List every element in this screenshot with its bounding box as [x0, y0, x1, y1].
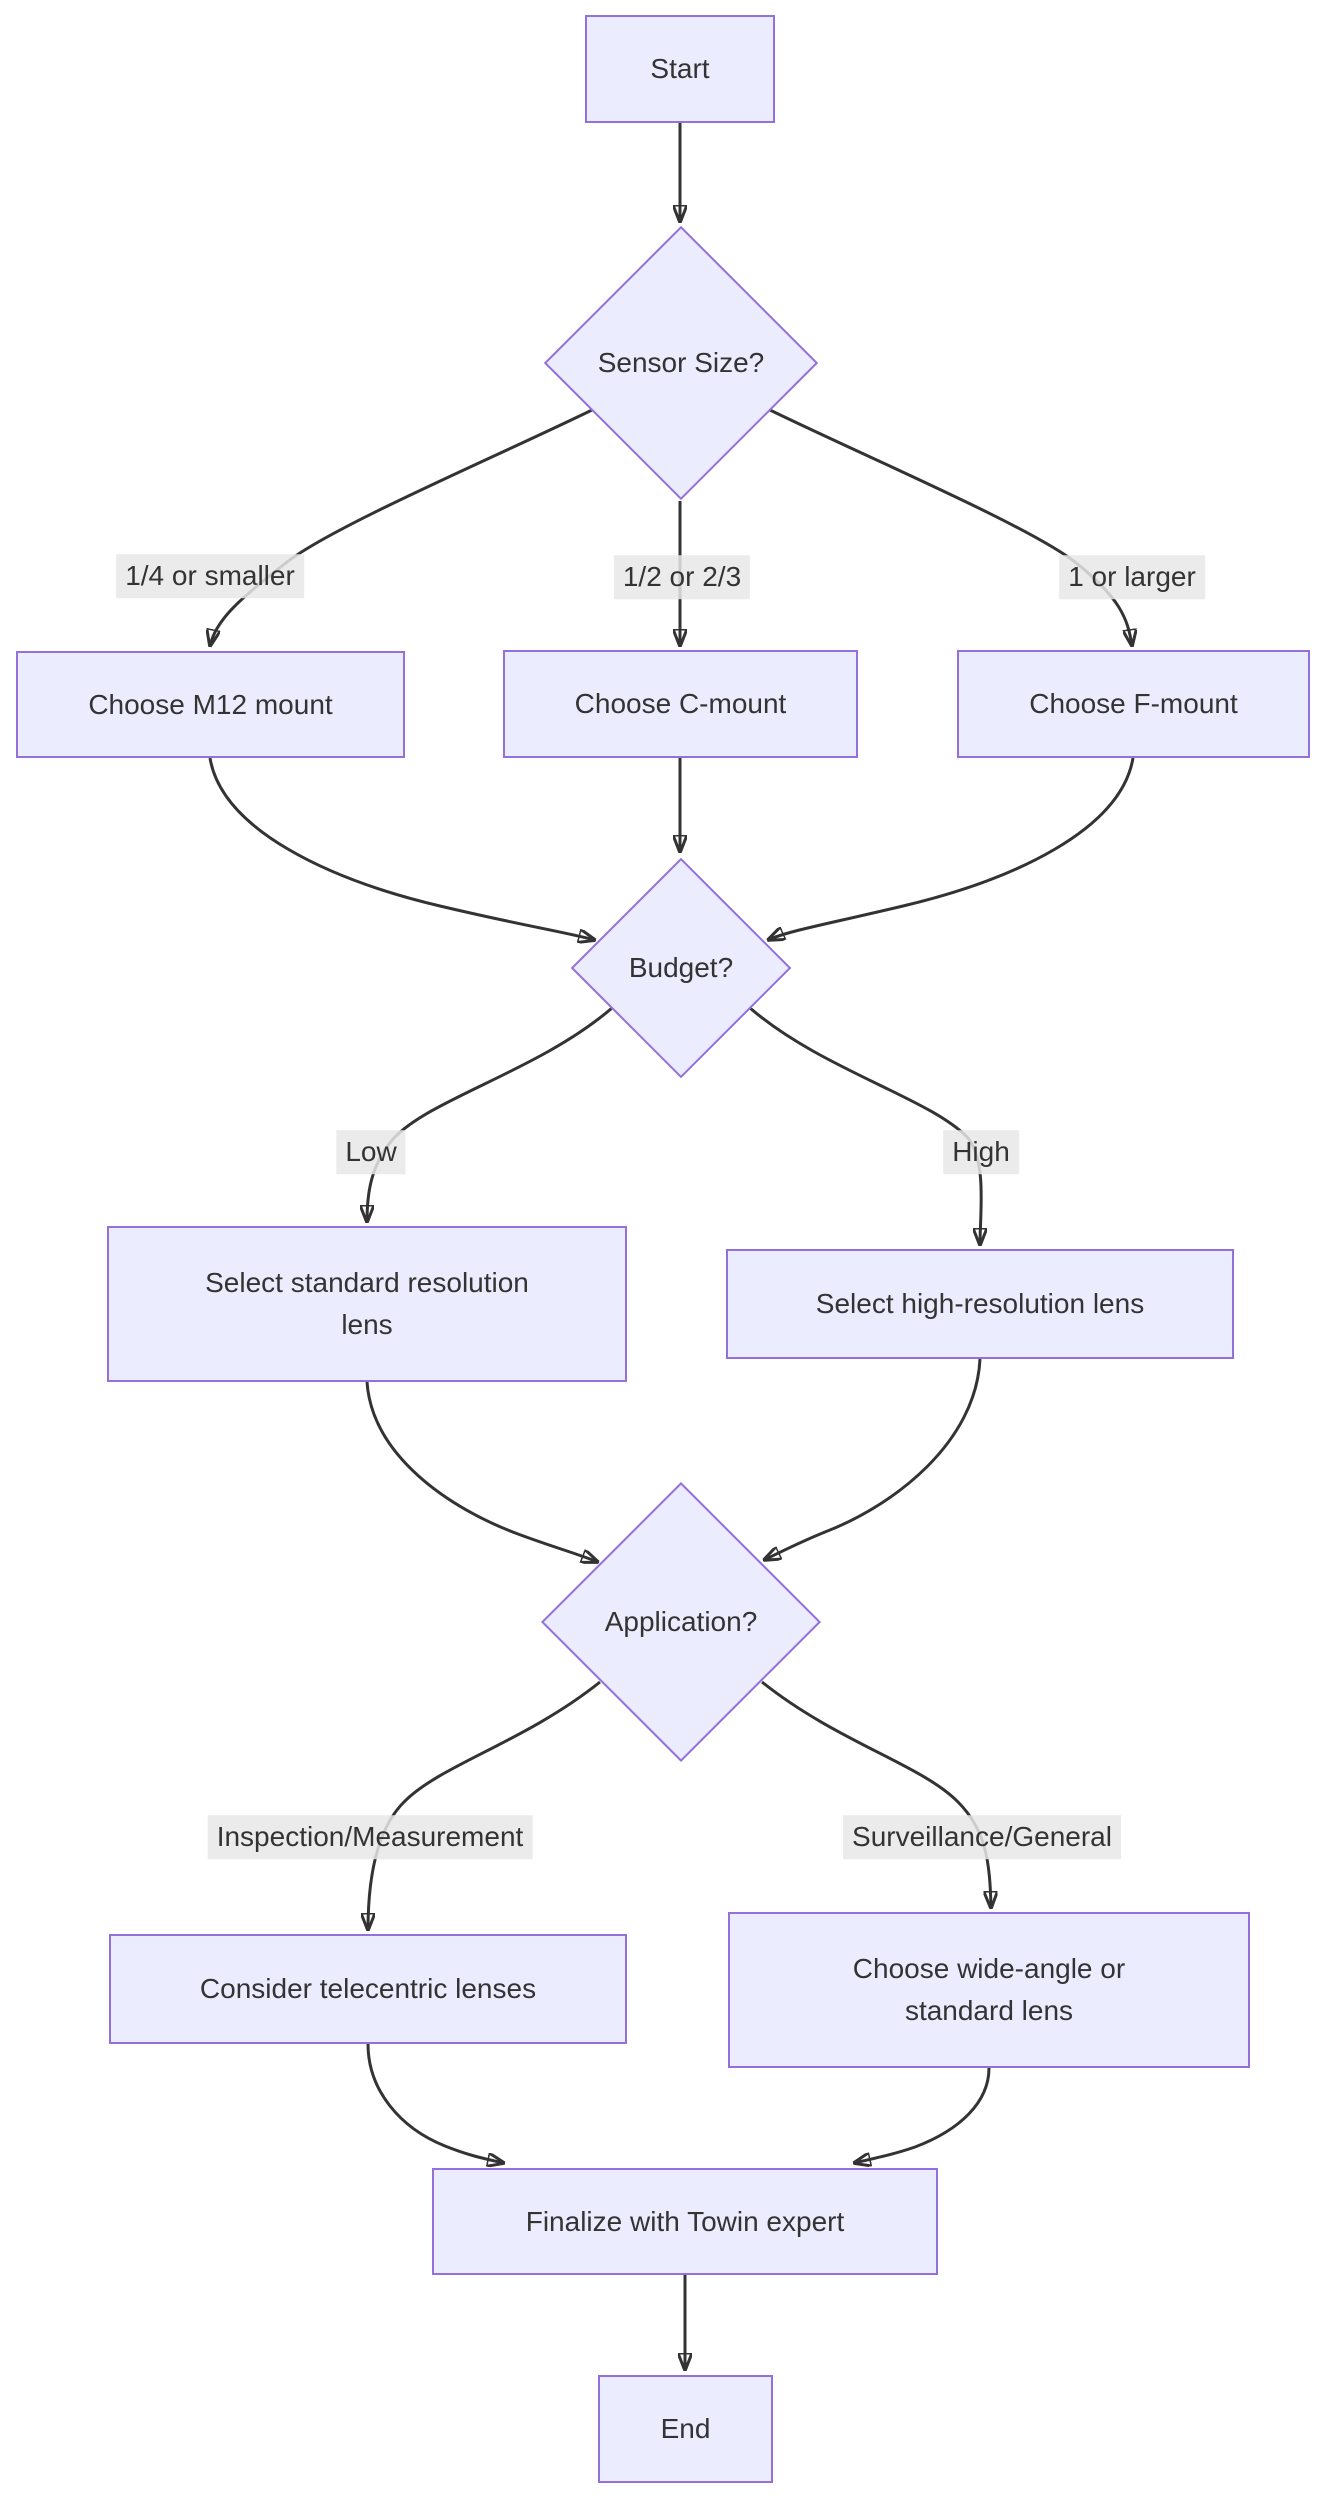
edge-label-one-or-larger: 1 or larger [1059, 555, 1205, 599]
edge-label-surveillance-general: Surveillance/General [843, 1815, 1121, 1859]
node-select-high-resolution-lens: Select high-resolution lens [726, 1249, 1234, 1359]
edge-wideangle-to-finalize [854, 2067, 991, 2163]
budget-label: Budget? [628, 952, 734, 983]
edge-label-half-or-two-thirds: 1/2 or 2/3 [613, 555, 751, 599]
edge-label-high: High [943, 1130, 1019, 1174]
node-choose-wide-angle-or-standard-lens: Choose wide-angle or standard lens [728, 1912, 1250, 2068]
node-choose-c-mount: Choose C-mount [503, 650, 858, 758]
edge-label-quarter-or-smaller: 1/4 or smaller [116, 554, 304, 598]
edge-sensor-to-m12 [210, 408, 593, 646]
node-end: End [598, 2375, 773, 2483]
edge-telecentric-to-finalize [366, 2043, 504, 2163]
application-label: Application? [604, 1606, 758, 1637]
edge-stdres-to-application [365, 1381, 598, 1562]
node-application-decision: Application? [540, 1481, 822, 1763]
node-start: Start [585, 15, 775, 123]
edge-fmount-to-budget [768, 757, 1135, 940]
node-sensor-size-decision: Sensor Size? [543, 225, 819, 501]
sensor-size-label: Sensor Size? [597, 347, 765, 378]
edge-label-low: Low [336, 1130, 406, 1174]
edge-label-inspection-measurement: Inspection/Measurement [207, 1815, 533, 1859]
node-finalize-with-towin-expert: Finalize with Towin expert [432, 2168, 938, 2275]
node-select-standard-resolution-lens: Select standard resolution lens [107, 1226, 627, 1382]
edge-m12-to-budget [208, 757, 595, 940]
edge-budget-to-highres [749, 1006, 981, 1245]
edge-sensor-to-fmount [769, 408, 1132, 646]
node-consider-telecentric-lenses: Consider telecentric lenses [109, 1934, 627, 2044]
node-choose-f-mount: Choose F-mount [957, 650, 1310, 758]
node-budget-decision: Budget? [570, 857, 792, 1079]
edge-budget-to-stdres [367, 1006, 613, 1222]
edge-application-to-telecentric [368, 1680, 601, 1930]
edge-application-to-wideangle [761, 1680, 991, 1908]
node-choose-m12-mount: Choose M12 mount [16, 651, 405, 758]
edge-highres-to-application [764, 1358, 982, 1560]
